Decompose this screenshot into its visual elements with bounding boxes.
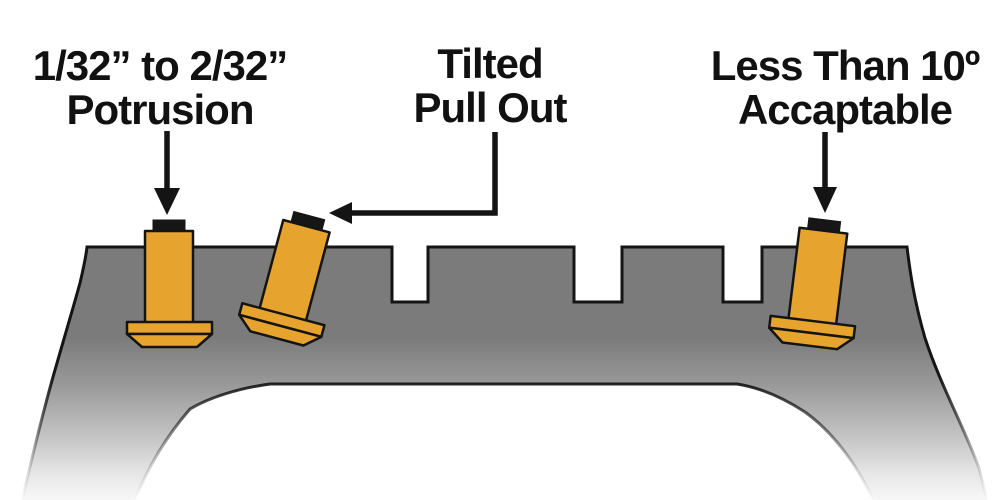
label-tilted-line2: Pull Out xyxy=(413,84,568,131)
elbow-arrow-left-icon xyxy=(329,132,498,224)
label-tilted-pull-out: Tilted Pull Out xyxy=(380,42,600,130)
label-tilted-line1: Tilted xyxy=(437,40,543,87)
arrow-down-icon xyxy=(813,132,837,213)
label-protrusion: 1/32” to 2/32” Potrusion xyxy=(2,44,318,132)
label-acceptable-line2: Accaptable xyxy=(737,86,953,133)
label-acceptable-tilt: Less Than 10º Accaptable xyxy=(693,44,997,132)
label-protrusion-line2: Potrusion xyxy=(66,86,255,133)
label-protrusion-line1: 1/32” to 2/32” xyxy=(32,42,288,89)
label-acceptable-line1: Less Than 10º xyxy=(710,42,980,89)
arrow-down-icon xyxy=(154,131,180,215)
